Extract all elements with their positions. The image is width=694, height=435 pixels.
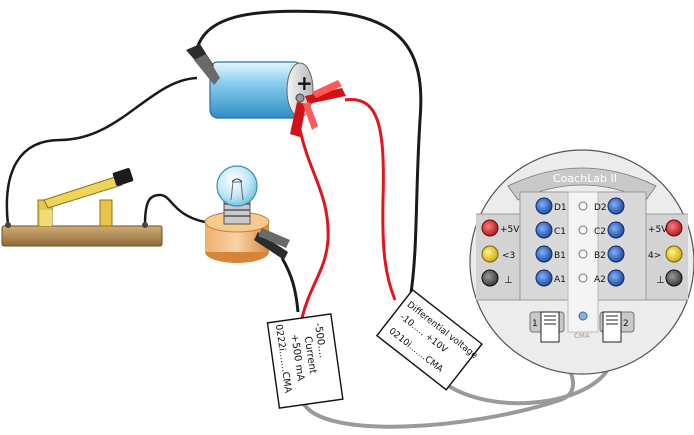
socket-right-analog4[interactable]: 4>	[648, 245, 683, 263]
label-a1: A1	[554, 275, 566, 285]
status-led-column	[578, 201, 588, 321]
label-c2: C2	[594, 227, 606, 237]
light-bulb	[204, 165, 270, 263]
socket-d2[interactable]: D2	[594, 197, 625, 215]
socket-left-5v[interactable]: +5V	[481, 219, 520, 237]
socket-a2[interactable]: A2	[594, 269, 625, 287]
socket-left-ground[interactable]: ⊥	[481, 269, 513, 287]
socket-left-analog3[interactable]: <3	[481, 245, 515, 263]
red-clip-battery-bottom[interactable]	[290, 102, 318, 137]
current-sensor-min-label: -500....	[312, 322, 328, 359]
socket-b2[interactable]: B2	[594, 245, 625, 263]
current-sensor-title: Current	[302, 336, 318, 375]
coachlab-title: CoachLab II	[553, 172, 617, 185]
gray-cable-voltage	[438, 359, 614, 406]
socket-c1[interactable]: C1	[535, 221, 566, 239]
label-right-ground: ⊥	[656, 275, 665, 286]
label-port1: 1	[532, 319, 538, 329]
knife-switch[interactable]	[1, 168, 163, 247]
socket-d1[interactable]: D1	[535, 197, 567, 215]
socket-c2[interactable]: C2	[594, 221, 625, 239]
label-b2: B2	[594, 251, 606, 261]
socket-b1[interactable]: B1	[535, 245, 566, 263]
sensor-port-2[interactable]: 2	[599, 311, 635, 343]
socket-a1[interactable]: A1	[535, 269, 566, 287]
label-b1: B1	[554, 251, 566, 261]
label-left-5v: +5V	[500, 225, 520, 235]
label-c1: C1	[554, 227, 566, 237]
label-d2: D2	[594, 203, 607, 213]
red-wire-battery-to-voltage	[344, 98, 397, 301]
label-right-analog4: 4>	[648, 251, 661, 261]
black-clip-battery[interactable]	[186, 44, 220, 85]
socket-right-5v[interactable]: +5V	[648, 219, 683, 237]
coachlab-interface: CoachLab II D1 C1 B1 A1	[469, 149, 694, 375]
socket-right-ground[interactable]: ⊥	[656, 269, 683, 287]
red-wire-battery-to-current	[298, 129, 330, 319]
label-left-ground: ⊥	[504, 275, 513, 286]
label-d1: D1	[554, 203, 567, 213]
coachlab-logo: CMA	[574, 332, 590, 340]
battery-plus-label: +	[296, 71, 313, 95]
sensor-port-1[interactable]: 1	[529, 311, 565, 343]
red-clip-battery-top[interactable]	[305, 80, 346, 104]
label-right-5v: +5V	[648, 225, 668, 235]
black-wire-battery-to-voltage	[193, 9, 423, 301]
black-wire-bulb-to-current	[280, 257, 300, 313]
label-a2: A2	[594, 275, 606, 285]
label-left-analog3: <3	[502, 251, 515, 261]
voltage-sensor: Differential voltage -10..... +10V 0210i…	[375, 288, 483, 391]
black-wire-battery-to-switch	[5, 76, 198, 226]
black-clip-bulb[interactable]	[254, 228, 290, 260]
black-wire-switch-to-bulb	[143, 193, 206, 226]
label-port2: 2	[623, 319, 629, 329]
current-sensor: -500.... Current +500 mA 0222i.......CMA	[266, 313, 344, 409]
